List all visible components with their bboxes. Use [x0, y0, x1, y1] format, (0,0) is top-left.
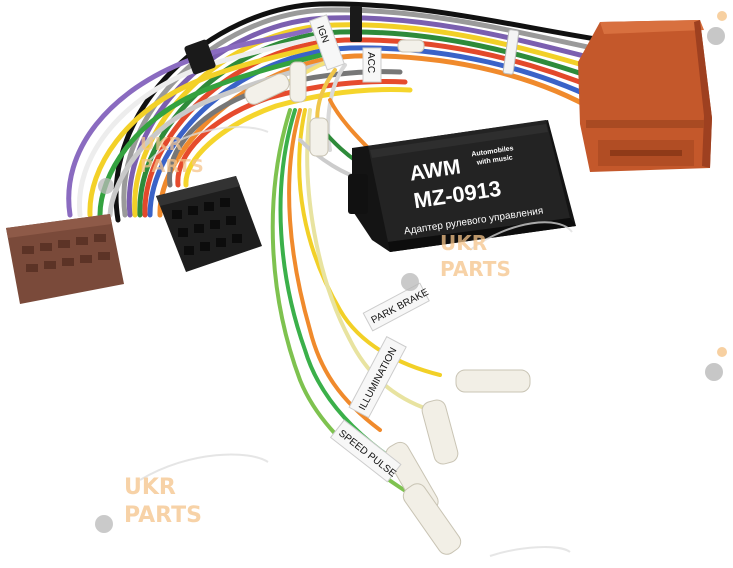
tag-acc-label: ACC — [365, 52, 376, 73]
gear-icon — [95, 515, 113, 533]
cable-ties — [184, 6, 520, 75]
wire-bundle — [66, 1, 605, 502]
gear-icon — [707, 27, 725, 45]
watermark-text-2: PARTS — [140, 156, 204, 177]
orange-iso-connector — [578, 20, 712, 172]
watermark-bottom-left: UKR PARTS — [95, 453, 269, 533]
gear-icon — [98, 178, 114, 194]
watermark-text-1: UKR — [124, 475, 176, 500]
tag-park-brake: PARK BRAKE — [362, 282, 431, 332]
tag-acc: ACC — [362, 47, 382, 83]
watermark-text-2: PARTS — [440, 257, 511, 281]
watermark-top-left: UKR PARTS — [98, 126, 269, 194]
loose-terminals-bottom — [385, 369, 531, 555]
watermark-text-1: UKR — [140, 134, 183, 155]
watermark-bottom-right — [489, 546, 571, 557]
watermark-text-1: UKR — [440, 231, 487, 255]
loose-terminals-top — [244, 39, 425, 157]
watermark-center: UKR PARTS — [401, 221, 573, 291]
gear-icon — [705, 363, 723, 381]
black-iso-connector — [156, 176, 262, 272]
awm-module: AWM Automobiles with music MZ-0913 Адапт… — [348, 120, 576, 252]
gear-icon — [717, 347, 727, 357]
gear-icon — [717, 11, 727, 21]
gear-icon — [401, 273, 419, 291]
brown-iso-connector — [6, 214, 124, 304]
watermark-text-2: PARTS — [124, 503, 202, 528]
tag-ign: IGN — [308, 14, 345, 71]
